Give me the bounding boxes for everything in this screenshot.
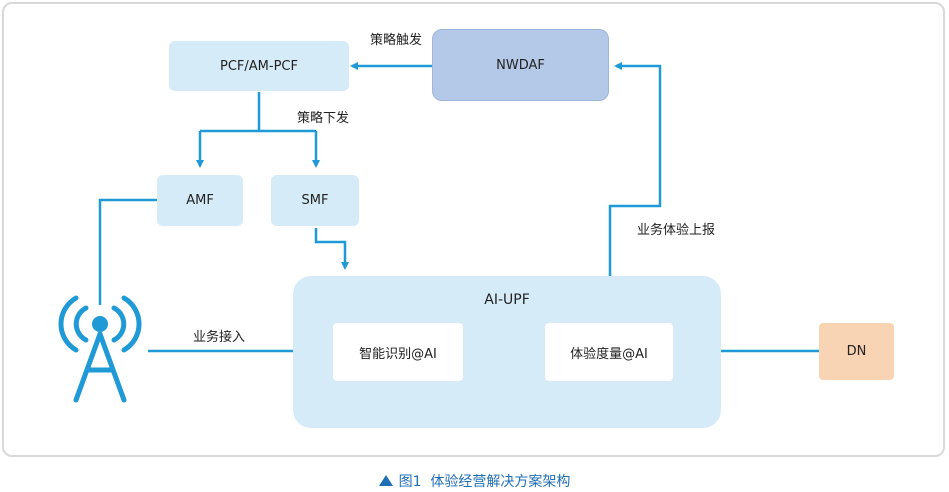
pcf-node: PCF/AM-PCF (169, 41, 349, 91)
policy-issue-label: 策略下发 (297, 111, 350, 126)
dn-node: DN (819, 323, 894, 380)
report-arrow (608, 62, 662, 323)
smart-identification-label: 智能识别@AI (359, 346, 437, 362)
smf-label: SMF (301, 193, 329, 208)
smf-node: SMF (271, 175, 359, 226)
triangle-icon (378, 475, 393, 486)
pcf-label: PCF/AM-PCF (220, 58, 298, 74)
smart-identification-node: 智能识别@AI (333, 323, 463, 381)
service-report-label: 业务体验上报 (637, 223, 716, 238)
diagram-frame (2, 2, 945, 457)
cell-tower-icon (58, 295, 142, 403)
dn-label: DN (846, 344, 867, 359)
amf-node: AMF (157, 175, 243, 226)
experience-measure-label: 体验度量@AI (570, 346, 648, 362)
policy-trigger-label: 策略触发 (370, 33, 423, 48)
amf-to-antenna-line (98, 198, 158, 305)
ai-upf-title: AI-UPF (484, 292, 530, 308)
figure-caption: 图1 体验经营解决方案架构 (0, 471, 949, 491)
nwdaf-node: NWDAF (432, 29, 609, 101)
amf-label: AMF (186, 193, 214, 208)
figure-caption-text: 图1 体验经营解决方案架构 (398, 474, 571, 490)
service-access-label: 业务接入 (193, 330, 246, 345)
experience-measure-node: 体验度量@AI (545, 323, 673, 381)
smf-to-upf-arrow (314, 228, 349, 270)
nwdaf-label: NWDAF (496, 57, 545, 73)
